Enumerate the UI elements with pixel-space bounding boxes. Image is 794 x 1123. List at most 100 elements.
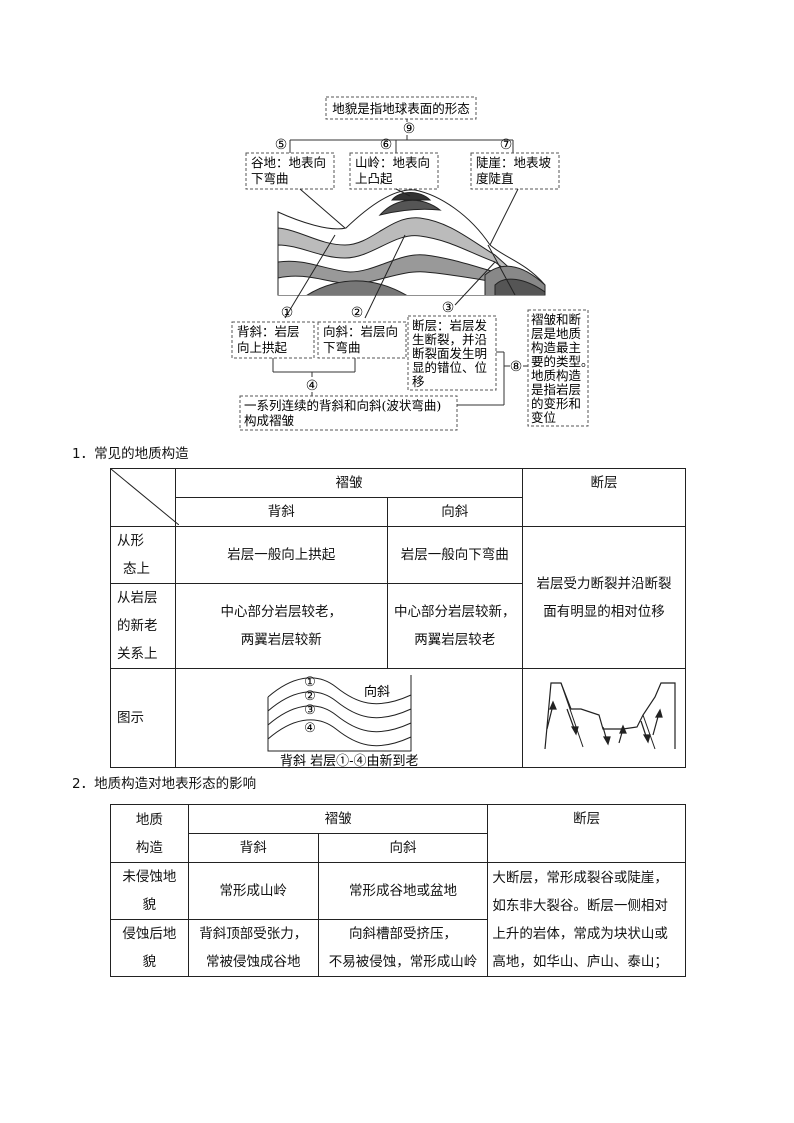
fig-layer-2: ②: [304, 689, 316, 704]
diagonal-header-cell: [111, 469, 176, 527]
folds-line1: 一系列连续的背斜和向斜(波状弯曲): [244, 398, 441, 413]
syncline-eroded: 向斜槽部受挤压， 不易被侵蚀，常形成山岭: [318, 920, 488, 977]
row-form-label-l2: 态上: [117, 555, 175, 583]
row-form-label-l1: 从形: [117, 527, 175, 555]
fig-layer-1: ①: [304, 675, 316, 690]
fold-fault-block-diagram: [278, 190, 545, 300]
fig-layer-3: ③: [304, 703, 316, 718]
valley-line2: 下弯曲: [251, 171, 289, 186]
fault-line4: 显的错位、位: [412, 360, 487, 375]
landform-concept-diagram: 地貌是指地球表面的形态 ⑨ ⑤ ⑥ ⑦ 谷地：地表向 下弯曲 山岭：地表向 上凸…: [0, 0, 794, 440]
structure-line1: 褶皱和断: [531, 312, 581, 327]
anticline-eroded-l2: 常被侵蚀成谷地: [189, 948, 318, 976]
fault-figure: [523, 669, 685, 767]
syncline-age-l2: 两翼岩层较老: [388, 626, 522, 654]
anticline-line1: 背斜：岩层: [237, 324, 300, 339]
structure-line6: 是指岩层: [531, 382, 581, 397]
num-8: ⑧: [510, 359, 523, 375]
fault-landform-l1: 大断层，常形成裂谷或陡崖，: [492, 864, 685, 892]
fault-line3: 断裂面发生明: [412, 346, 487, 361]
row-form-label: 从形 态上: [111, 527, 176, 584]
row-age-l1: 从岩层: [117, 584, 175, 612]
eroded-l2: 貌: [111, 948, 188, 976]
cliff-line2: 度陡直: [476, 171, 514, 186]
valley-line1: 谷地：地表向: [251, 155, 326, 170]
anticline-eroded-l1: 背斜顶部受张力，: [189, 920, 318, 948]
fig-syncline-label: 向斜: [364, 684, 390, 700]
fig-layer-4: ④: [304, 721, 316, 736]
fault-landform-l2: 如东非大裂谷。断层一侧相对: [492, 892, 685, 920]
uneroded-l2: 貌: [111, 891, 188, 919]
structure-line5: 地质构造: [531, 368, 582, 383]
fold-header: 褶皱: [176, 469, 523, 498]
fault-landform-desc: 大断层，常形成裂谷或陡崖， 如东非大裂谷。断层一侧相对 上升的岩体，常成为块状山…: [488, 863, 686, 977]
syncline-eroded-l1: 向斜槽部受挤压，: [319, 920, 488, 948]
structure-header: 地质 构造: [111, 805, 189, 863]
fault-landform-l4: 高地，如华山、庐山、泰山；: [492, 948, 685, 976]
anticline-eroded: 背斜顶部受张力， 常被侵蚀成谷地: [188, 920, 318, 977]
structure-line4: 要的类型。: [531, 354, 594, 369]
syncline-age: 中心部分岩层较新， 两翼岩层较老: [387, 584, 522, 669]
ridge-line2: 上凸起: [355, 171, 393, 186]
structure-line8: 变位: [531, 410, 556, 425]
anticline-header: 背斜: [176, 498, 388, 527]
fold-figure: ① ② ③ ④ 向斜 背斜 岩层①-④由新到老: [176, 669, 522, 767]
syncline-header: 向斜: [387, 498, 522, 527]
structure-landform-table: 地质 构造 褶皱 断层 背斜 向斜 未侵蚀地 貌 常形成山岭 常形成谷地或盆地 …: [110, 804, 686, 977]
syncline-age-l1: 中心部分岩层较新，: [388, 598, 522, 626]
fig-caption: 背斜 岩层①-④由新到老: [280, 753, 419, 767]
folds-line2: 构成褶皱: [244, 413, 295, 428]
section1-title: 1．常见的地质构造: [72, 442, 189, 462]
fold-figure-cell: ① ② ③ ④ 向斜 背斜 岩层①-④由新到老: [176, 669, 523, 768]
eroded-l1: 侵蚀后地: [111, 920, 188, 948]
num-2: ②: [351, 305, 364, 321]
diagonal-line: [111, 469, 179, 525]
structure-header-l1: 地质: [111, 806, 188, 834]
anticline-age: 中心部分岩层较老， 两翼岩层较新: [176, 584, 388, 669]
structure-header-l2: 构造: [111, 834, 188, 862]
cliff-line1: 陡崖：地表坡: [476, 155, 552, 170]
fault-line1: 断层：岩层发: [412, 318, 488, 333]
top-concept-label: 地貌是指地球表面的形态: [332, 101, 470, 116]
fault-landform-l3: 上升的岩体，常成为块状山或: [492, 920, 685, 948]
uneroded-l1: 未侵蚀地: [111, 863, 188, 891]
structure-line3: 构造最主: [531, 340, 581, 355]
anticline-header-2: 背斜: [188, 834, 318, 863]
fault-figure-cell: [523, 669, 686, 768]
syncline-line2: 下弯曲: [323, 340, 361, 355]
num-7: ⑦: [500, 137, 513, 153]
anticline-uneroded: 常形成山岭: [188, 863, 318, 920]
ridge-line1: 山岭：地表向: [355, 155, 430, 170]
row-figure-label: 图示: [111, 669, 176, 768]
fault-header: 断层: [523, 469, 686, 527]
anticline-age-l2: 两翼岩层较新: [176, 626, 387, 654]
row-age-l3: 关系上: [117, 640, 175, 668]
structure-line7: 的变形和: [531, 396, 581, 411]
syncline-eroded-l2: 不易被侵蚀，常形成山岭: [319, 948, 488, 976]
num-3: ③: [442, 300, 455, 316]
num-9: ⑨: [403, 121, 416, 137]
fault-description: 岩层受力断裂并沿断裂 面有明显的相对位移: [523, 527, 686, 669]
fault-line2: 生断裂，并沿: [412, 332, 487, 347]
row-uneroded-label: 未侵蚀地 貌: [111, 863, 189, 920]
section2-title: 2．地质构造对地表形态的影响: [72, 772, 256, 792]
num-1: ①: [281, 305, 294, 321]
fault-desc-l1: 岩层受力断裂并沿断裂: [523, 570, 685, 598]
syncline-header-2: 向斜: [318, 834, 488, 863]
fold-header-2: 褶皱: [188, 805, 487, 834]
syncline-uneroded: 常形成谷地或盆地: [318, 863, 488, 920]
syncline-line1: 向斜：岩层向: [323, 324, 398, 339]
row-age-label: 从岩层 的新老 关系上: [111, 584, 176, 669]
fault-desc-l2: 面有明显的相对位移: [523, 598, 685, 626]
num-4: ④: [306, 378, 319, 394]
num-5: ⑤: [275, 137, 288, 153]
structure-line2: 层是地质: [531, 326, 581, 341]
syncline-form: 岩层一般向下弯曲: [387, 527, 522, 584]
fault-header-2: 断层: [488, 805, 686, 863]
anticline-age-l1: 中心部分岩层较老，: [176, 598, 387, 626]
anticline-form: 岩层一般向上拱起: [176, 527, 388, 584]
anticline-line2: 向上拱起: [237, 340, 288, 355]
num-6: ⑥: [380, 137, 393, 153]
row-eroded-label: 侵蚀后地 貌: [111, 920, 189, 977]
fault-line5: 移: [412, 374, 425, 389]
